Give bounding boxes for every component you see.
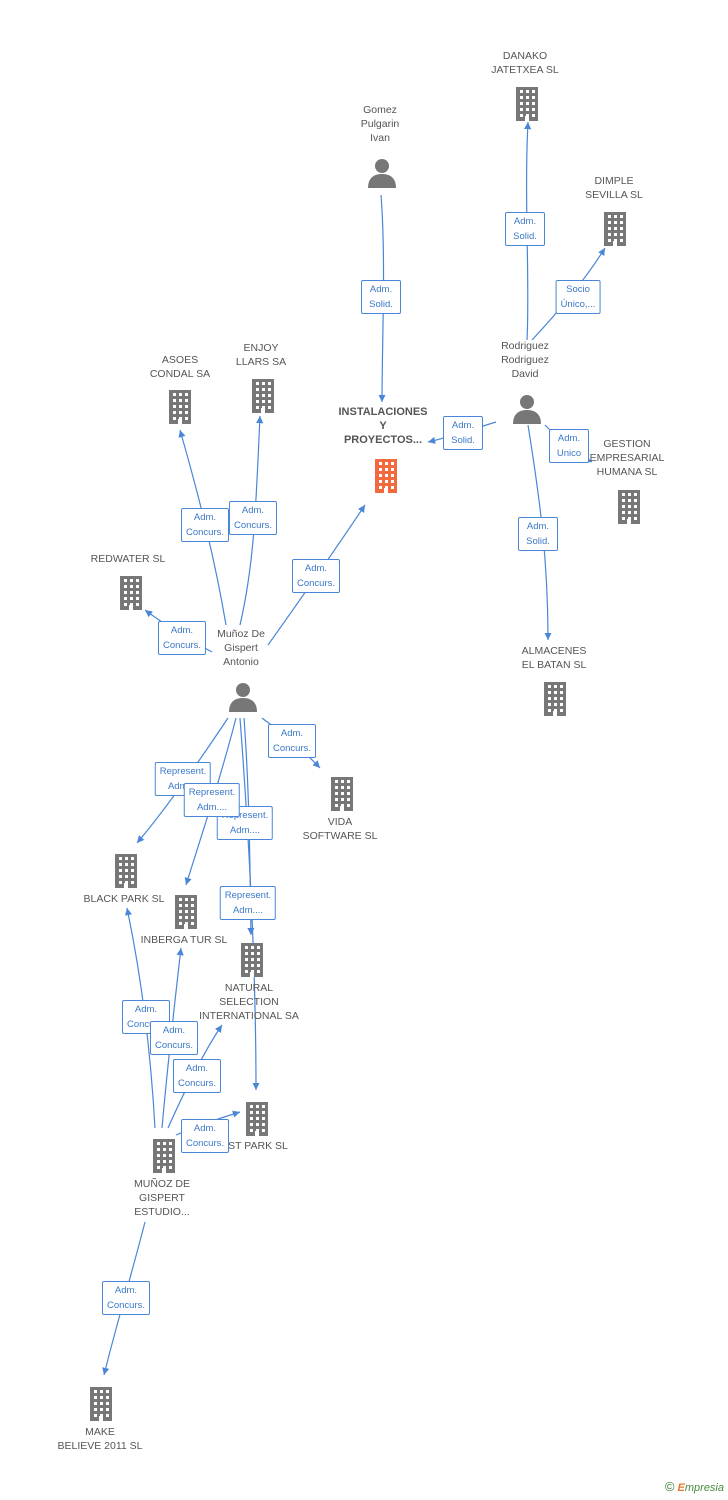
building-icon-asoes[interactable]	[165, 388, 195, 429]
company-label-redwater[interactable]: REDWATER SL	[90, 553, 166, 565]
building-icon-almacenes[interactable]	[540, 680, 570, 721]
edge-label-rodriguez-gestion[interactable]: Adm. Unico	[549, 429, 589, 463]
company-label-gestion[interactable]: GESTION EMPRESARIAL HUMANA SL	[589, 438, 665, 478]
edge-label-gomez-main[interactable]: Adm. Solid.	[361, 280, 401, 314]
person-icon-rodriguez[interactable]	[512, 394, 542, 429]
brand-logo[interactable]: Empresia	[677, 1482, 724, 1494]
building-icon-stpark[interactable]	[242, 1100, 272, 1141]
main-company-label[interactable]: INSTALACIONES Y PROYECTOS...	[338, 406, 428, 446]
building-icon-makebelieve[interactable]	[86, 1385, 116, 1426]
person-icon-gomez[interactable]	[367, 158, 397, 193]
edge-label-munoz-natural[interactable]: Represent. Adm....	[219, 886, 277, 920]
building-icon-redwater[interactable]	[116, 574, 146, 615]
company-label-almacenes[interactable]: ALMACENES EL BATAN SL	[521, 645, 587, 671]
building-icon-gestion[interactable]	[614, 488, 644, 529]
edge-label-munoz-main[interactable]: Adm. Concurs.	[291, 559, 341, 593]
company-label-dimple[interactable]: DIMPLE SEVILLA SL	[585, 175, 643, 201]
edge-label-estudio-inberga[interactable]: Adm. Concurs.	[149, 1021, 199, 1055]
company-label-danako[interactable]: DANAKO JATETXEA SL	[491, 50, 559, 76]
person-label-munoz[interactable]: Muñoz De Gispert Antonio	[217, 628, 265, 668]
building-icon-inberga[interactable]	[171, 893, 201, 934]
footer-brand: © Empresia	[665, 1479, 724, 1494]
company-label-asoes[interactable]: ASOES CONDAL SA	[149, 354, 211, 380]
edge-label-estudio-natural[interactable]: Adm. Concurs.	[172, 1059, 222, 1093]
person-label-gomez[interactable]: Gomez Pulgarin Ivan	[360, 104, 400, 144]
company-label-estudio[interactable]: MUÑOZ DE GISPERT ESTUDIO...	[134, 1178, 190, 1218]
company-label-inberga[interactable]: INBERGA TUR SL	[140, 934, 228, 946]
edge-label-rodriguez-main[interactable]: Adm. Solid.	[443, 416, 483, 450]
edge-label-munoz-inberga[interactable]: Represent. Adm....	[183, 783, 241, 817]
building-icon-enjoy[interactable]	[248, 377, 278, 418]
company-label-natural[interactable]: NATURAL SELECTION INTERNATIONAL SA	[199, 982, 299, 1022]
main-company-building-icon[interactable]	[371, 457, 401, 498]
company-label-makebelieve[interactable]: MAKE BELIEVE 2011 SL	[57, 1426, 143, 1452]
edge-label-rodriguez-dimple[interactable]: Socio Único,...	[555, 280, 601, 314]
edge-label-rodriguez-almacenes[interactable]: Adm. Solid.	[518, 517, 558, 551]
copyright-icon: ©	[664, 1479, 675, 1494]
edge-label-estudio-make[interactable]: Adm. Concurs.	[101, 1281, 151, 1315]
edge-label-munoz-redwater[interactable]: Adm. Concurs.	[157, 621, 207, 655]
edge-label-munoz-enjoy[interactable]: Adm. Concurs.	[228, 501, 278, 535]
building-icon-estudio[interactable]	[149, 1137, 179, 1178]
building-icon-vida[interactable]	[327, 775, 357, 816]
building-icon-blackpark[interactable]	[111, 852, 141, 893]
person-icon-munoz[interactable]	[228, 682, 258, 717]
edge-label-munoz-vida[interactable]: Adm. Concurs.	[267, 724, 317, 758]
company-label-blackpark[interactable]: BLACK PARK SL	[83, 893, 165, 905]
edge-label-munoz-asoes[interactable]: Adm. Concurs.	[180, 508, 230, 542]
edge-label-estudio-stpark[interactable]: Adm. Concurs.	[180, 1119, 230, 1153]
building-icon-danako[interactable]	[512, 85, 542, 126]
building-icon-natural[interactable]	[237, 941, 267, 982]
company-label-enjoy[interactable]: ENJOY LLARS SA	[235, 342, 287, 368]
company-label-vida[interactable]: VIDA SOFTWARE SL	[302, 816, 378, 842]
edge-label-rodriguez-danako[interactable]: Adm. Solid.	[505, 212, 545, 246]
company-label-stpark[interactable]: ST PARK SL	[228, 1140, 288, 1152]
building-icon-dimple[interactable]	[600, 210, 630, 251]
person-label-rodriguez[interactable]: Rodriguez Rodriguez David	[501, 340, 549, 380]
